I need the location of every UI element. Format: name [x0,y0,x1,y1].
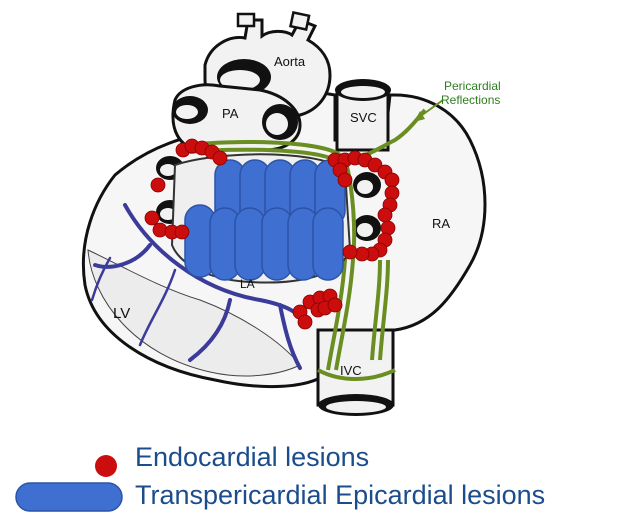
endocardial-lesion-dot-26 [343,245,357,259]
heart-diagram: Aorta PA SVC RA LA LV IVC Pericardial Re… [0,0,633,430]
label-ivc: IVC [340,363,362,378]
label-pa: PA [222,106,239,121]
endocardial-lesion-dot-34 [298,315,312,329]
label-pericardial-line1: Pericardial [444,79,501,93]
endocardial-lesion-dot-20 [378,208,392,222]
label-svc: SVC [350,110,377,125]
label-la: LA [240,277,255,291]
endocardial-lesion-dot-5 [213,151,227,165]
label-ra: RA [432,216,450,231]
endocardial-lesion-dot-10 [175,225,189,239]
endocardial-lesion-dot-6 [151,178,165,192]
legend-item-endocardial: Endocardial lesions [0,442,633,482]
label-pericardial-line2: Reflections [441,93,500,107]
endocardial-lesion-dot-7 [145,211,159,225]
epicardial-lesion-lower-6 [313,208,343,280]
endocardial-lesion-dot-17 [385,173,399,187]
label-aorta: Aorta [274,54,306,69]
label-lv: LV [113,305,130,322]
epicardial-lesion-lower-3 [235,208,265,280]
endocardial-lesion-dot-28 [338,173,352,187]
blue-capsule-marker [14,480,126,516]
legend-label-endocardial: Endocardial lesions [135,442,369,473]
legend-label-epicardial: Transpericardial Epicardial lesions [135,480,545,511]
endocardial-lesion-dot-36 [328,298,342,312]
legend-item-epicardial: Transpericardial Epicardial lesions [0,478,633,518]
